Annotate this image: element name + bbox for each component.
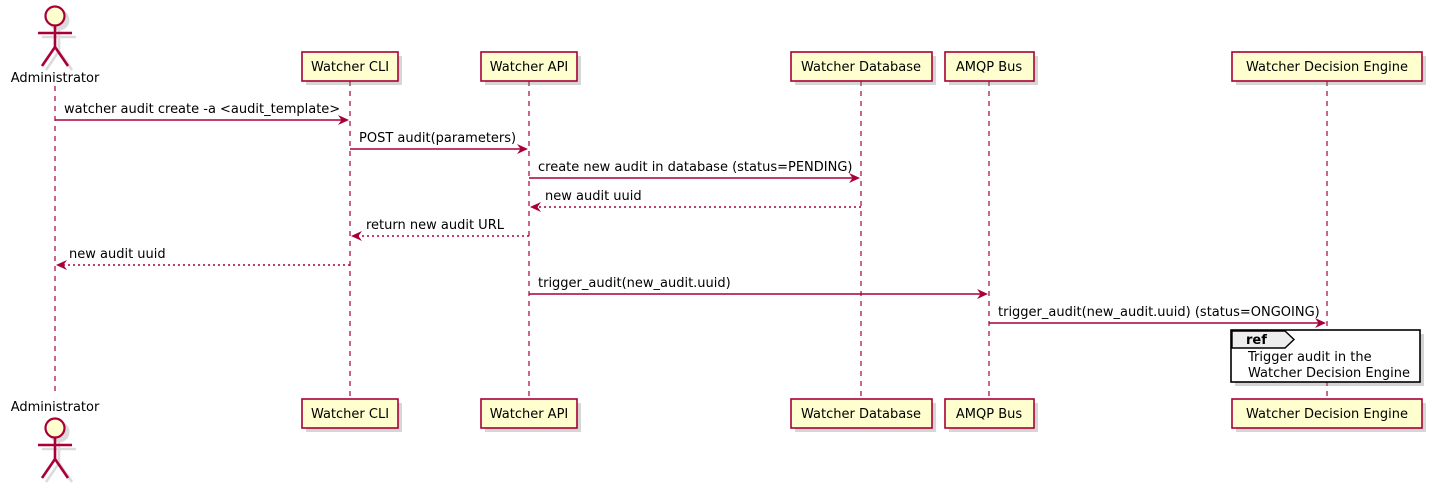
message-3[interactable]: create new audit in database (status=PEN…	[529, 160, 860, 183]
message-label: create new audit in database (status=PEN…	[538, 160, 853, 175]
participant-box[interactable]	[1231, 51, 1423, 82]
actor-leg-right	[53, 46, 70, 67]
actor-leg-left	[40, 46, 57, 67]
participant-box[interactable]	[1231, 398, 1423, 429]
ref-tab-label: ref	[1246, 333, 1267, 348]
participant-amqp-bus-bottom[interactable]: AMQP Bus	[944, 398, 1038, 432]
message-6[interactable]: new audit uuid	[56, 247, 350, 270]
participant-watcher-api-bottom[interactable]: Watcher API	[480, 398, 581, 432]
message-arrowhead	[338, 115, 349, 125]
participant-watcher-database-top[interactable]: Watcher Database	[790, 51, 936, 85]
participant-watcher-decision-engine-bottom[interactable]: Watcher Decision Engine	[1231, 398, 1426, 432]
message-1[interactable]: watcher audit create -a <audit_template>	[55, 102, 349, 125]
actor-head	[44, 5, 66, 27]
participant-label: Watcher Decision Engine	[1246, 60, 1408, 75]
participant-amqp-bus-top[interactable]: AMQP Bus	[944, 51, 1038, 85]
message-label: return new audit URL	[366, 218, 505, 233]
participant-watcher-database-bottom[interactable]: Watcher Database	[790, 398, 936, 432]
ref-line-1: Trigger audit in the	[1247, 350, 1372, 365]
actor-leg-left	[40, 458, 57, 479]
participant-boxes-layer: Watcher CLI Watcher CLI Watcher API Watcher…	[301, 51, 1426, 432]
participant-label: Watcher API	[490, 407, 569, 422]
participant-box[interactable]	[790, 51, 933, 82]
participant-box[interactable]	[480, 398, 578, 429]
actor-head	[44, 417, 66, 439]
participant-label: Watcher Database	[801, 407, 921, 422]
message-4[interactable]: new audit uuid	[530, 189, 861, 212]
participant-box[interactable]	[301, 398, 399, 429]
participant-box[interactable]	[944, 398, 1035, 429]
participant-label: Watcher Database	[801, 60, 921, 75]
message-label: trigger_audit(new_audit.uuid) (status=ON…	[998, 305, 1320, 320]
participant-label: Watcher API	[490, 60, 569, 75]
ref-line-2: Watcher Decision Engine	[1248, 366, 1410, 381]
actor-label: Administrator	[11, 400, 100, 415]
participant-box[interactable]	[480, 51, 578, 82]
participant-label: AMQP Bus	[956, 60, 1022, 75]
participant-box[interactable]	[790, 398, 933, 429]
actor-administrator-top[interactable]: Administrator	[11, 5, 100, 87]
participant-watcher-cli-bottom[interactable]: Watcher CLI	[301, 398, 402, 432]
message-label: trigger_audit(new_audit.uuid)	[538, 276, 731, 291]
participant-label: Watcher CLI	[311, 60, 389, 75]
participant-box[interactable]	[301, 51, 399, 82]
message-label: new audit uuid	[545, 189, 642, 204]
message-arrowhead	[849, 173, 860, 183]
participant-label: Watcher CLI	[311, 407, 389, 422]
message-arrowhead	[977, 289, 988, 299]
message-8[interactable]: trigger_audit(new_audit.uuid) (status=ON…	[989, 305, 1326, 328]
message-arrowhead	[517, 144, 528, 154]
ref-tab	[1231, 330, 1296, 349]
message-arrowhead	[530, 202, 541, 212]
participant-label: Watcher Decision Engine	[1246, 407, 1408, 422]
message-arrowhead	[351, 231, 362, 241]
message-arrowhead	[1315, 318, 1326, 328]
messages-layer: watcher audit create -a <audit_template>…	[55, 102, 1326, 328]
message-arrowhead	[56, 260, 67, 270]
actor-leg-right	[53, 458, 70, 479]
participant-box[interactable]	[944, 51, 1035, 82]
participant-label: AMQP Bus	[956, 407, 1022, 422]
message-label: POST audit(parameters)	[359, 131, 516, 146]
participant-watcher-api-top[interactable]: Watcher API	[480, 51, 581, 85]
message-label: new audit uuid	[69, 247, 166, 262]
shadow-part	[44, 50, 61, 71]
participant-watcher-decision-engine-top[interactable]: Watcher Decision Engine	[1231, 51, 1426, 85]
message-2[interactable]: POST audit(parameters)	[350, 131, 528, 154]
message-5[interactable]: return new audit URL	[351, 218, 529, 241]
message-7[interactable]: trigger_audit(new_audit.uuid)	[529, 276, 988, 299]
shadow-part	[44, 462, 61, 483]
lifelines-layer	[54, 81, 1328, 399]
message-label: watcher audit create -a <audit_template>	[64, 102, 340, 117]
participant-watcher-cli-top[interactable]: Watcher CLI	[301, 51, 402, 85]
actor-administrator-bottom[interactable]: Administrator	[11, 400, 100, 483]
actor-label: Administrator	[11, 71, 100, 86]
